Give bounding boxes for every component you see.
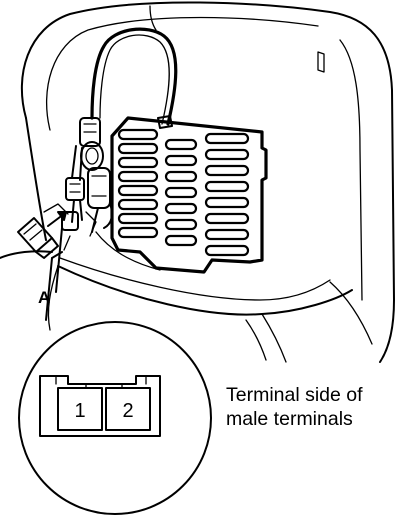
connector-face bbox=[39, 375, 161, 437]
terminal-2-label: 2 bbox=[122, 400, 133, 422]
terminal-caption: Terminal side of male terminals bbox=[226, 383, 406, 431]
heater-slots-left bbox=[117, 128, 159, 239]
caption-line-1: Terminal side of bbox=[226, 384, 363, 406]
arrow-head bbox=[57, 211, 67, 221]
leader-line bbox=[55, 227, 63, 293]
heater-slots-right bbox=[204, 132, 250, 257]
terminal-1-label: 1 bbox=[74, 400, 85, 422]
seat-heater-grid bbox=[110, 116, 268, 274]
harness-connectors bbox=[61, 117, 113, 237]
caption-line-2: male terminals bbox=[226, 408, 353, 430]
seat-back-outline bbox=[0, 1, 395, 363]
heater-slots-center bbox=[164, 138, 198, 247]
heater-wire-loop bbox=[90, 27, 178, 129]
magnified-inset bbox=[18, 251, 212, 515]
connector-a bbox=[17, 203, 71, 293]
